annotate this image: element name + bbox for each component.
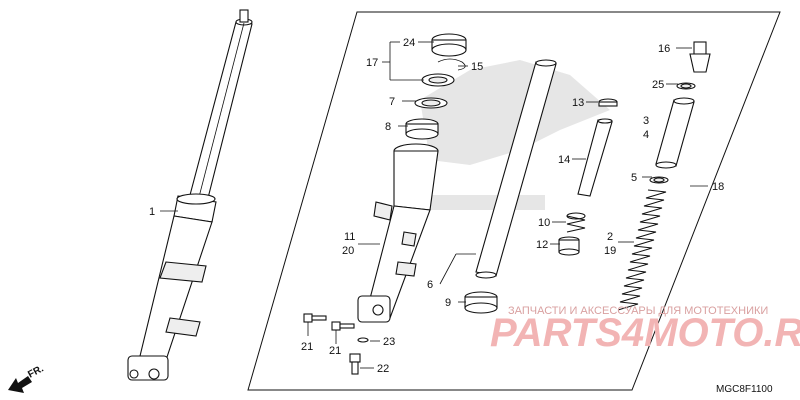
label-part-3: 3 [643,115,649,127]
label-part-19: 19 [604,245,616,257]
label-part-15: 15 [471,61,483,73]
label-part-17: 17 [366,57,378,69]
label-part-7: 7 [389,96,395,108]
label-part-6: 6 [427,279,433,291]
label-part-13: 13 [572,97,584,109]
assembled-fork [127,9,253,381]
label-part-21-b: 21 [329,345,341,357]
label-part-20: 20 [342,245,354,257]
oil-seal-set [405,33,467,140]
part-number-labels: 1 11 20 6 9 7 8 17 24 15 13 14 10 12 16 … [149,37,724,375]
label-part-5: 5 [631,172,637,184]
label-part-24: 24 [403,37,415,49]
front-direction-indicator: FR. [8,363,46,393]
leader-lines [160,41,708,369]
label-part-12: 12 [536,239,548,251]
front-direction-label: FR. [26,363,46,380]
watermark-caption: ЗАПЧАСТИ И АКСЕССУАРЫ ДЛЯ МОТОТЕХНИКИ [508,305,768,317]
diagram-code: MGC8F1100 [716,384,773,395]
label-part-4: 4 [643,129,649,141]
label-part-25: 25 [652,79,664,91]
spring-and-cap-set [617,41,711,311]
label-part-18: 18 [712,181,724,193]
label-part-22: 22 [377,363,389,375]
label-part-11: 11 [344,231,355,243]
fork-slider [357,143,439,323]
label-part-21-a: 21 [301,341,313,353]
label-part-16: 16 [658,43,670,55]
bolt-set [303,313,369,375]
label-part-2: 2 [607,231,613,243]
watermark-logo: PARTS4MOTO.RU [490,311,800,355]
front-arrow-icon [8,376,32,393]
label-part-8: 8 [385,121,391,133]
label-part-23: 23 [383,336,395,348]
label-part-1: 1 [149,206,155,218]
label-part-14: 14 [558,154,570,166]
damper-rod-assembly [558,98,618,256]
exploded-view-frame [247,11,781,391]
label-part-10: 10 [538,217,550,229]
fork-inner-tube [464,59,557,314]
label-part-9: 9 [445,297,451,309]
